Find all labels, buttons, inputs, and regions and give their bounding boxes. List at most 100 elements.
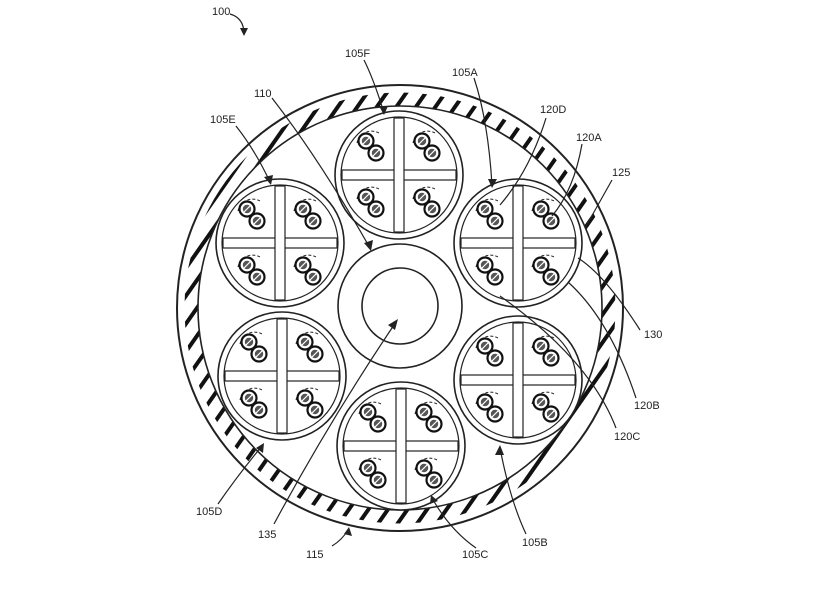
twisted-pair — [475, 335, 504, 367]
conductor-highlight — [491, 354, 499, 362]
conductor-highlight — [299, 205, 307, 213]
label-120C: 120C — [614, 431, 640, 443]
conductor-highlight — [430, 420, 438, 428]
label-120B: 120B — [634, 400, 660, 412]
label-120D: 120D — [540, 104, 566, 116]
cross-center — [514, 376, 522, 384]
twisted-pair — [531, 335, 560, 367]
conductor-highlight — [243, 261, 251, 269]
conductor-highlight — [364, 464, 372, 472]
arrow-105B — [495, 445, 504, 455]
conductor-highlight — [418, 193, 426, 201]
label-135: 135 — [258, 529, 276, 541]
reference-labels: 100 105F 105A 110 120D 105E 120A 125 130… — [196, 6, 662, 561]
twisted-pair — [237, 254, 266, 286]
central-core — [337, 243, 463, 369]
conductor-highlight — [309, 217, 317, 225]
conductor-highlight — [372, 205, 380, 213]
conductor-highlight — [364, 408, 372, 416]
conductor-highlight — [491, 217, 499, 225]
sub-unit-inner-ring — [221, 184, 339, 302]
conductor-highlight — [245, 338, 253, 346]
conductor-highlight — [428, 149, 436, 157]
label-105E: 105E — [210, 114, 236, 126]
conductor-highlight — [362, 137, 370, 145]
leader-105B — [499, 447, 527, 535]
arrow-110 — [364, 240, 373, 251]
label-105D: 105D — [196, 506, 222, 518]
cross-center — [278, 372, 286, 380]
twisted-pair — [414, 457, 443, 489]
sub-unit-inner-ring — [223, 317, 341, 435]
conductor-highlight — [362, 193, 370, 201]
conductor-highlight — [418, 137, 426, 145]
sub-unit-105F — [334, 110, 464, 240]
twisted-pair — [475, 391, 504, 423]
label-125: 125 — [612, 167, 630, 179]
arrow-105F — [379, 106, 388, 115]
twisted-pair — [295, 331, 324, 363]
cross-center — [276, 239, 284, 247]
label-110: 110 — [254, 88, 272, 100]
twisted-pair — [531, 198, 560, 230]
conductor-highlight — [547, 354, 555, 362]
sub-unit-105C — [336, 381, 466, 511]
arrow-135 — [388, 319, 398, 330]
twisted-pair — [293, 254, 322, 286]
leader-135 — [273, 321, 397, 525]
conductor-highlight — [311, 350, 319, 358]
conductor-highlight — [481, 205, 489, 213]
conductor-highlight — [374, 476, 382, 484]
conductor-highlight — [420, 464, 428, 472]
arrow-105A — [488, 179, 497, 188]
twisted-pair — [295, 387, 324, 419]
leader-105E — [235, 125, 271, 183]
leader-lines — [217, 13, 641, 549]
arrowheads — [240, 28, 504, 536]
twisted-pair — [358, 457, 387, 489]
conductor-highlight — [374, 420, 382, 428]
arrow-105D — [256, 443, 264, 453]
label-105B: 105B — [522, 537, 548, 549]
conductor-highlight — [311, 406, 319, 414]
label-115: 115 — [306, 549, 324, 561]
sub-units — [215, 110, 583, 511]
twisted-pair — [239, 331, 268, 363]
leader-120B — [567, 281, 637, 399]
sub-unit-105D — [217, 311, 347, 441]
conductor-highlight — [420, 408, 428, 416]
conductor-highlight — [537, 342, 545, 350]
leader-120A — [551, 143, 583, 217]
arrow-105E — [264, 175, 273, 185]
label-105F: 105F — [345, 48, 370, 60]
cross-center — [395, 171, 403, 179]
twisted-pair — [475, 254, 504, 286]
twisted-pair — [293, 198, 322, 230]
conductor-highlight — [253, 273, 261, 281]
sub-unit-inner-ring — [459, 184, 577, 302]
twisted-pair — [239, 387, 268, 419]
leader-125 — [584, 179, 613, 229]
twisted-pair — [475, 198, 504, 230]
arrow-115 — [344, 527, 352, 536]
conductor-highlight — [255, 406, 263, 414]
conductor-highlight — [537, 205, 545, 213]
conductor-highlight — [253, 217, 261, 225]
twisted-pair — [356, 186, 385, 218]
conductor-highlight — [481, 398, 489, 406]
conductor-highlight — [243, 205, 251, 213]
sub-unit-105A — [453, 178, 583, 308]
leader-105D — [217, 445, 263, 505]
conductor-highlight — [547, 217, 555, 225]
leader-105A — [473, 77, 493, 186]
twisted-pair — [356, 130, 385, 162]
conductor-highlight — [299, 261, 307, 269]
conductor-highlight — [372, 149, 380, 157]
label-130: 130 — [644, 329, 662, 341]
sub-unit-105B — [453, 315, 583, 445]
conductor-highlight — [547, 273, 555, 281]
leader-110 — [271, 97, 371, 249]
conductor-highlight — [245, 394, 253, 402]
twisted-pair — [531, 254, 560, 286]
leader-120C — [499, 295, 617, 429]
